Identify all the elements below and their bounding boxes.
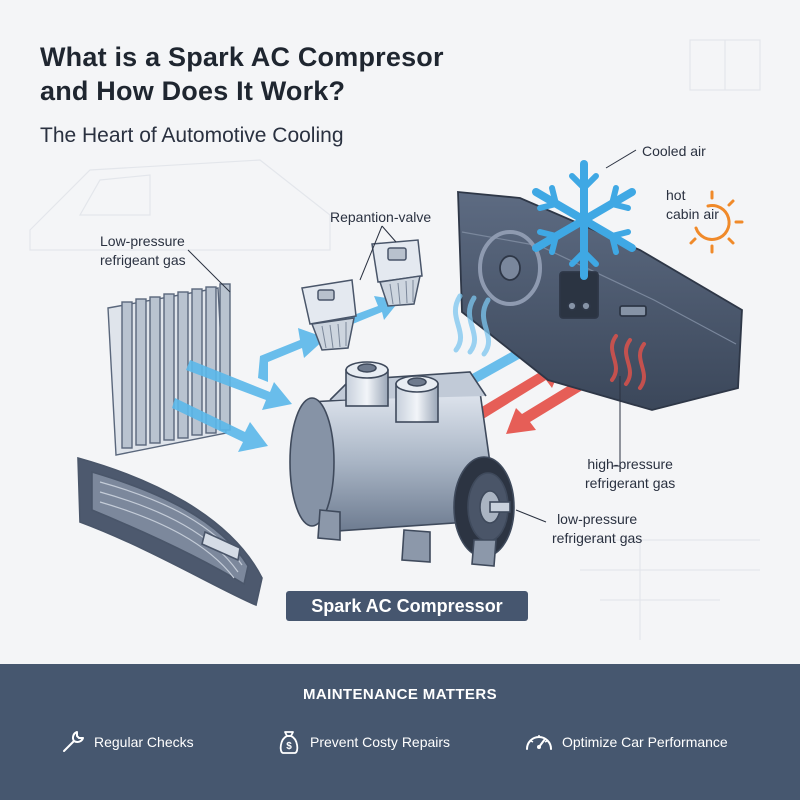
title-line-1: What is a Spark AC Compresor [40,42,444,72]
leader-lines [187,149,637,523]
low-pressure-bottom-line2: refrigerant gas [552,529,643,546]
footer-item-label: Regular Checks [94,734,194,750]
hot-air-waves [610,334,646,390]
low-pressure-top-line2: refrigeant gas [100,251,186,268]
expansion-valve-right [371,239,423,307]
maintenance-footer: MAINTENANCE MATTERS Regular Checks $ Pre… [0,664,800,800]
high-pressure-gas-label: high-pressure refrigerant gas [585,455,675,493]
footer-title: MAINTENANCE MATTERS [303,686,497,703]
high-pressure-line2: refrigerant gas [585,474,676,491]
background-sketch [29,39,761,640]
footer-item-label: Prevent Costy Repairs [310,734,451,750]
page-title: What is a Spark AC Compresor and How Doe… [40,40,444,109]
dashboard [457,191,743,411]
expansion-valve-label: Repantion-valve [330,209,432,225]
gauge-icon [526,735,552,750]
low-pressure-gas-label-top: Low-pressure refrigeant gas [100,232,186,270]
high-pressure-line1: high-pressure [587,456,673,472]
footer-item-regular-checks: Regular Checks [60,727,194,757]
low-pressure-top-line1: Low-pressure [100,233,185,249]
low-pressure-bottom-line1: low-pressure [557,511,638,527]
compressor-badge: Spark AC Compressor [286,591,528,621]
money-bag-icon: $ [279,731,299,754]
footer-item-prevent-repairs: $ Prevent Costy Repairs [276,727,450,757]
hot-cabin-air-line1: hot [666,187,686,203]
snowflake-icon [532,160,636,280]
low-pressure-gas-label-bottom: low-pressure refrigerant gas [552,510,642,548]
hot-cabin-air-line2: cabin air [666,205,719,222]
sun-icon [689,190,744,254]
footer-item-label: Optimize Car Performance [562,734,728,750]
hot-cabin-air-label: hot cabin air [666,186,719,224]
cold-air-waves [452,293,492,357]
title-line-2: and How Does It Work? [40,76,346,107]
page-subtitle: The Heart of Automotive Cooling [40,124,344,147]
ac-system-diagram [29,39,761,640]
front-bumper [77,456,263,607]
footer-item-optimize-performance: Optimize Car Performance [524,727,728,757]
wrench-icon [63,731,84,752]
svg-text:$: $ [286,741,292,752]
expansion-valve-left [301,279,357,351]
compressor [289,361,515,567]
cooled-air-label: Cooled air [642,143,706,159]
